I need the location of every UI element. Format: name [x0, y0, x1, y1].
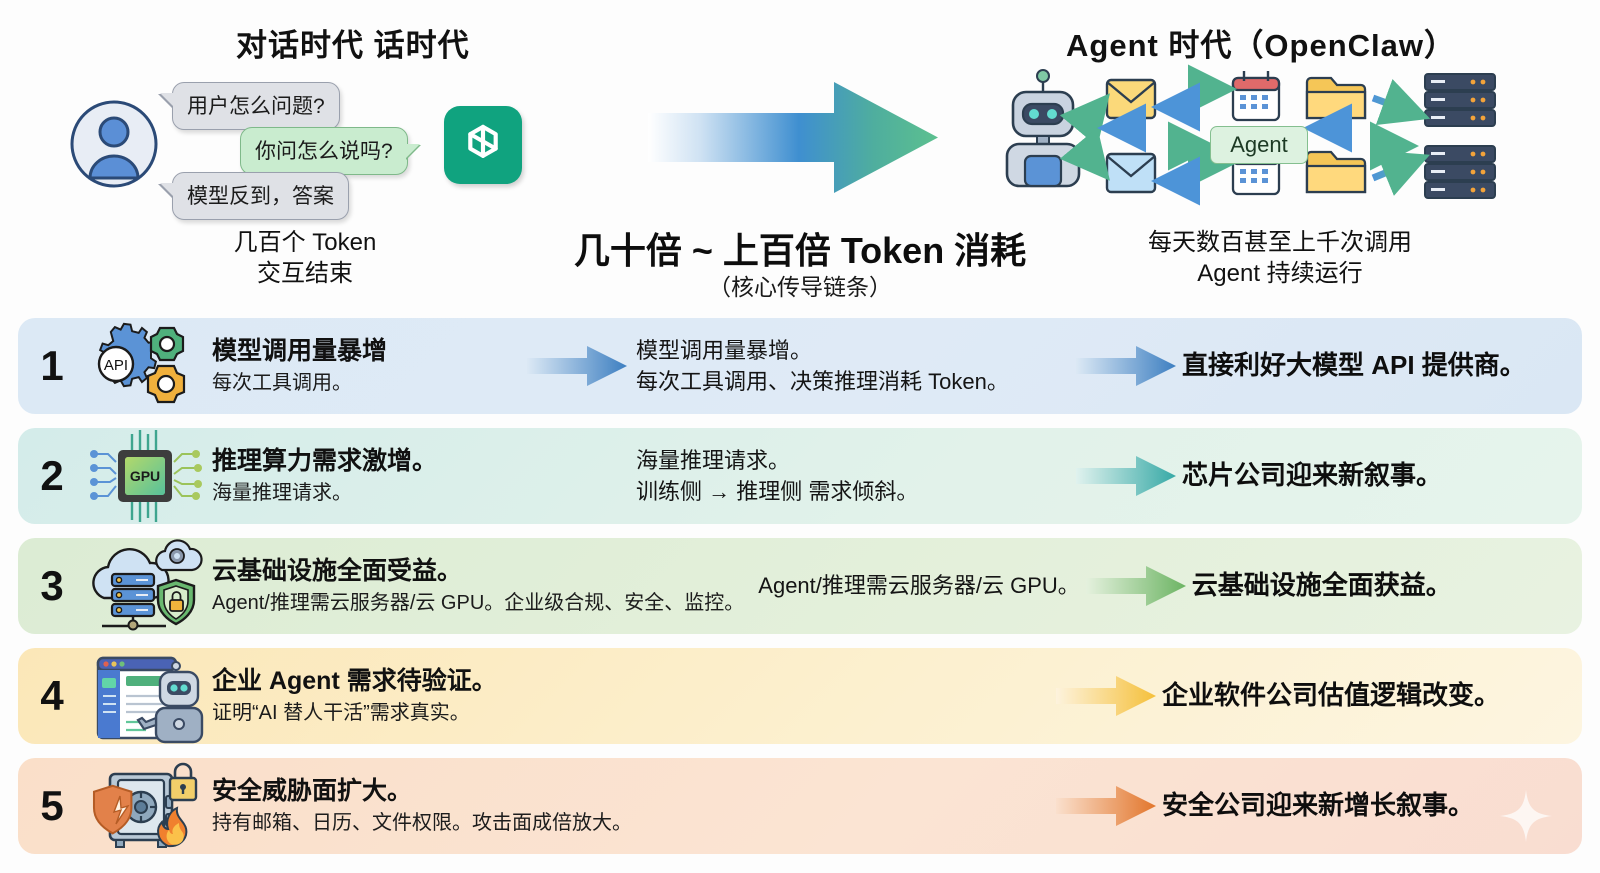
row-number: 2 — [40, 452, 64, 499]
impact-row-4: 4 — [18, 648, 1582, 744]
row-summary: 云基础设施全面受益。 Agent/推理需云服务器/云 GPU。企业级合规、安全、… — [204, 555, 744, 617]
row-detail-line1: 海量推理请求。 — [636, 447, 791, 473]
impact-rows: 1 API — [0, 310, 1600, 873]
row-mid-arrow-icon — [522, 344, 632, 388]
bubble-tail — [160, 183, 175, 198]
row-subline: 证明“AI 替人干活”需求真实。 — [212, 701, 470, 724]
api-gears-icon: API — [86, 318, 204, 414]
row-subline: 每次工具调用。 — [212, 371, 352, 394]
row-summary: 推理算力需求激增。 海量推理请求。 — [204, 445, 522, 507]
chat-bubble-user-2: 模型反到，答案 — [160, 172, 349, 220]
row-conclusion: 云基础设施全面获益。 — [1191, 570, 1452, 601]
row-detail: Agent/推理需云服务器/云 GPU。 — [744, 570, 1080, 601]
left-caption: 几百个 Token 交互结束 — [180, 228, 430, 289]
folder-icon — [1305, 76, 1367, 120]
impact-row-2: 2 GPU — [18, 428, 1582, 524]
row-detail-line1: 模型调用量暴增。 — [636, 337, 813, 363]
row-headline: 安全威胁面扩大。 — [212, 777, 413, 806]
svg-text:GPU: GPU — [130, 468, 160, 484]
agent-node: Agent — [1210, 126, 1308, 164]
impact-row-5: 5 — [18, 758, 1582, 854]
server-icon — [1424, 73, 1496, 127]
row-conclusion: 芯片公司迎来新叙事。 — [1182, 460, 1443, 491]
row-conclusion: 安全公司迎来新增长叙事。 — [1162, 790, 1475, 821]
robot-icon — [1005, 69, 1081, 188]
chat-bubble-text: 你问怎么说吗? — [255, 140, 393, 163]
svg-text:API: API — [104, 357, 128, 374]
right-era-title: Agent 时代（OpenClaw） — [1066, 28, 1457, 63]
big-right-arrow-icon — [648, 80, 938, 195]
row-detail-line2: 训练侧 → 推理侧 需求倾斜。 — [636, 479, 919, 504]
row-conclusion: 直接利好大模型 API 提供商。 — [1182, 350, 1526, 381]
row-subline: Agent/推理需云服务器/云 GPU。企业级合规、安全、监控。 — [212, 591, 745, 614]
chat-bubble-assistant: 你问怎么说吗? — [240, 127, 420, 175]
row-headline: 推理算力需求激增。 — [212, 447, 438, 476]
top-section: 对话时代 话时代 Agent 时代（OpenClaw） 用户怎么问题? 你问怎么… — [0, 0, 1600, 310]
row-number: 3 — [40, 562, 64, 609]
row-number: 4 — [40, 672, 64, 719]
openai-logo-icon — [444, 106, 522, 184]
folder-icon — [1305, 150, 1367, 194]
right-caption-line2: Agent 持续运行 — [1197, 259, 1363, 287]
dashboard-robot-icon — [86, 648, 204, 744]
agent-node-label: Agent — [1230, 132, 1288, 157]
row-end-arrow-icon — [1080, 564, 1192, 608]
row-headline: 云基础设施全面受益。 — [212, 557, 463, 586]
row-subline: 持有邮箱、日历、文件权限。攻击面成倍放大。 — [212, 811, 632, 834]
right-caption: 每天数百甚至上千次调用 Agent 持续运行 — [1090, 228, 1470, 289]
mail-icon — [1105, 78, 1157, 120]
bubble-tail — [160, 93, 175, 108]
gpu-chip-icon: GPU — [86, 428, 204, 524]
agent-topology-diagram — [985, 62, 1505, 210]
mail-icon — [1105, 152, 1157, 194]
impact-row-3: 3 — [18, 538, 1582, 634]
server-icon — [1424, 145, 1496, 199]
left-caption-line2: 交互结束 — [257, 259, 353, 287]
calendar-icon — [1231, 71, 1281, 122]
row-headline: 模型调用量暴增 — [212, 337, 388, 366]
row-summary: 企业 Agent 需求待验证。 证明“AI 替人干活”需求真实。 — [204, 665, 764, 727]
row-summary: 安全威胁面扩大。 持有邮箱、日历、文件权限。攻击面成倍放大。 — [204, 775, 824, 837]
bubble-tail — [404, 144, 420, 159]
row-end-arrow-icon — [1070, 454, 1182, 498]
row-conclusion: 企业软件公司估值逻辑改变。 — [1162, 680, 1501, 711]
sparkle-icon — [1498, 788, 1554, 844]
left-caption-line1: 几百个 Token — [233, 229, 377, 256]
row-detail-line2: 每次工具调用、决策推理消耗 Token。 — [636, 369, 1009, 394]
right-caption-line1: 每天数百甚至上千次调用 — [1148, 229, 1412, 256]
row-number: 5 — [40, 782, 64, 829]
row-subline: 海量推理请求。 — [212, 481, 352, 504]
row-headline: 企业 Agent 需求待验证。 — [212, 667, 497, 696]
row-end-arrow-icon — [1050, 784, 1162, 828]
chat-bubble-user-1: 用户怎么问题? — [160, 82, 340, 130]
safe-lock-fire-icon — [86, 758, 204, 854]
left-era-title: 对话时代 话时代 — [236, 28, 470, 63]
row-summary: 模型调用量暴增 每次工具调用。 — [204, 335, 522, 397]
row-number: 1 — [40, 342, 64, 389]
impact-row-1: 1 API — [18, 318, 1582, 414]
row-detail-line1: Agent/推理需云服务器/云 GPU。 — [758, 573, 1080, 599]
middle-subline: （核心传导链条） — [708, 274, 892, 300]
chat-bubble-text: 用户怎么问题? — [187, 95, 325, 118]
cloud-server-shield-icon — [86, 538, 204, 634]
row-detail: 模型调用量暴增。 每次工具调用、决策推理消耗 Token。 — [632, 335, 1070, 397]
row-end-arrow-icon — [1070, 344, 1182, 388]
row-detail: 海量推理请求。 训练侧 → 推理侧 需求倾斜。 — [632, 445, 1070, 507]
user-avatar-icon — [70, 100, 158, 188]
chat-bubble-text: 模型反到，答案 — [187, 185, 334, 208]
row-end-arrow-icon — [1050, 674, 1162, 718]
middle-headline: 几十倍 ~ 上百倍 Token 消耗 — [573, 230, 1027, 271]
